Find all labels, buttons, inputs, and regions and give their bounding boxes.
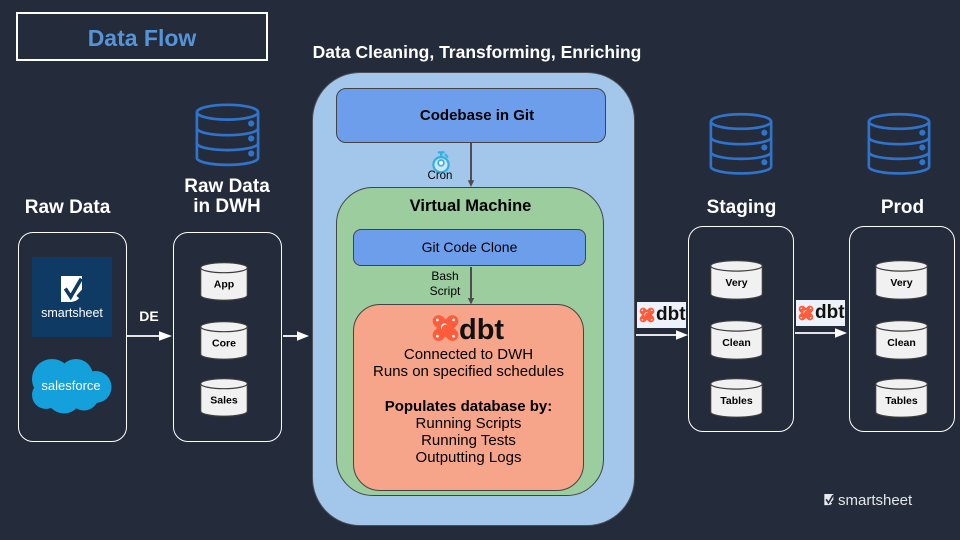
svg-text:Clean: Clean (887, 337, 916, 349)
svg-text:Tables: Tables (885, 395, 918, 407)
svg-text:Tables: Tables (720, 395, 753, 407)
svg-text:Clean: Clean (722, 337, 751, 349)
svg-text:Sales: Sales (210, 395, 238, 407)
svg-text:Very: Very (725, 277, 747, 289)
svg-text:App: App (214, 279, 234, 291)
svg-text:Very: Very (890, 277, 912, 289)
svg-text:salesforce: salesforce (41, 378, 100, 393)
svg-text:Core: Core (212, 338, 236, 350)
